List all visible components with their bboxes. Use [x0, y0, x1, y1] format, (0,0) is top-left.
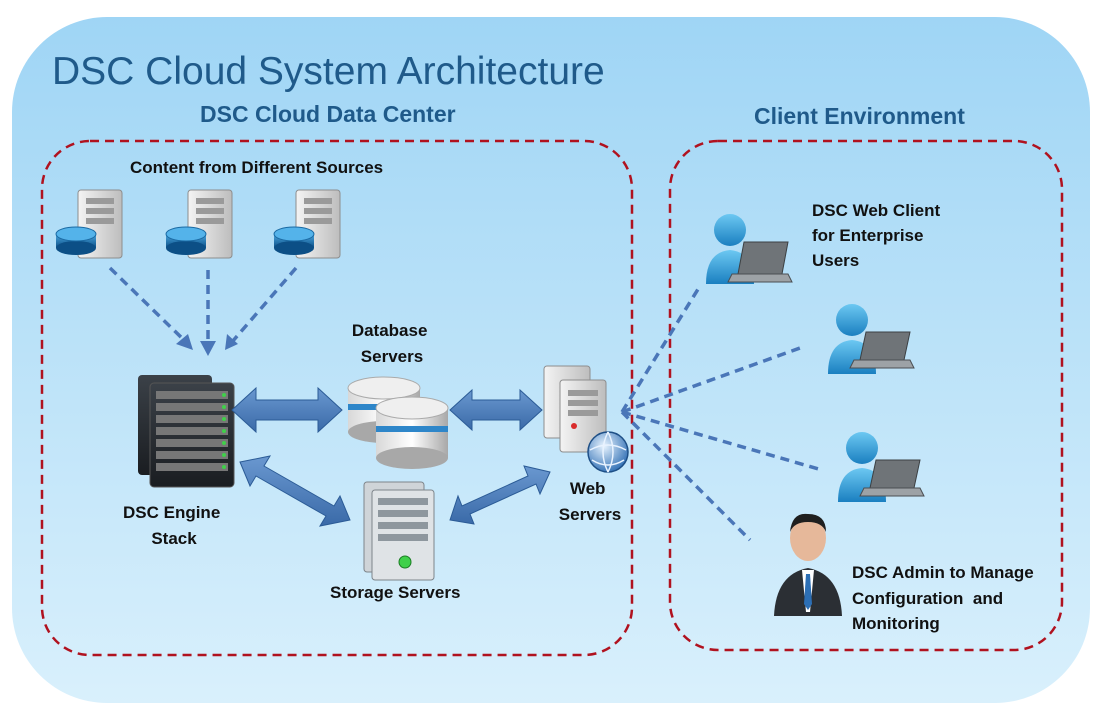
admin-label-line: DSC Admin to Manage: [852, 563, 1034, 582]
web-servers-label-line: Servers: [559, 505, 621, 524]
source-flow-arrows: [108, 266, 298, 344]
database-servers-icon: [347, 376, 449, 469]
globe-icon: [587, 431, 629, 473]
engine-stack-label-line: DSC Engine: [123, 503, 220, 522]
user-laptop-icon: [706, 214, 793, 284]
web-client-label: DSC Web Client for Enterprise Users: [812, 201, 945, 270]
source-server-icon: [165, 189, 233, 259]
source-server-icon: [55, 189, 123, 259]
storage-servers-label: Storage Servers: [330, 583, 460, 602]
web-servers-label-line: Web: [570, 479, 606, 498]
user-laptop-icon: [838, 432, 925, 502]
engine-stack-icon: [138, 375, 235, 488]
source-server-icon: [273, 189, 341, 259]
client-environment-heading: Client Environment: [754, 103, 965, 129]
admin-user-icon: [774, 513, 842, 616]
admin-label: DSC Admin to Manage Configuration and Mo…: [852, 563, 1038, 633]
data-center-boundary: [40, 139, 634, 657]
web-client-label-line: DSC Web Client: [812, 201, 940, 220]
storage-servers-icon: [363, 481, 435, 581]
database-servers-label-line: Database: [352, 321, 428, 340]
web-servers-label: Web Servers: [559, 479, 621, 524]
admin-label-line: Monitoring: [852, 614, 940, 633]
web-servers-icon: [543, 365, 607, 453]
web-client-label-line: Users: [812, 251, 859, 270]
data-center-heading: DSC Cloud Data Center: [200, 101, 456, 127]
storage-web-arrow: [449, 465, 551, 525]
content-sources-label: Content from Different Sources: [130, 158, 383, 177]
database-servers-label-line: Servers: [361, 347, 423, 366]
user-laptop-icon: [828, 304, 915, 374]
engine-database-arrow: [231, 386, 343, 434]
engine-storage-arrow: [239, 455, 351, 527]
web-client-label-line: for Enterprise: [812, 226, 923, 245]
client-environment-boundary: [668, 139, 1064, 652]
client-links: [620, 285, 823, 542]
engine-stack-label: DSC Engine Stack: [123, 503, 225, 548]
diagram-title: DSC Cloud System Architecture: [52, 50, 605, 93]
database-servers-label: Database Servers: [352, 321, 432, 366]
arrow-heads: [176, 334, 238, 356]
engine-stack-label-line: Stack: [151, 529, 197, 548]
admin-label-line: Configuration and: [852, 589, 1003, 608]
database-web-arrow: [449, 388, 543, 432]
